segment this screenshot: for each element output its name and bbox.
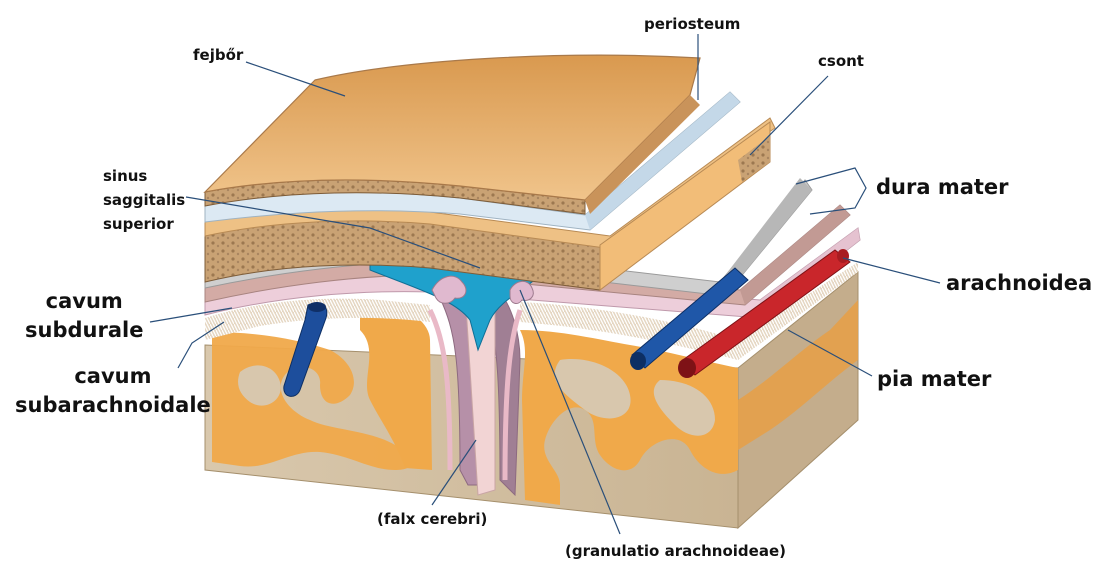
- label-cavum-subarachnoidale-line1: cavum: [74, 364, 152, 388]
- gray-matter-side: [738, 300, 858, 450]
- leader-pia-mater: [787, 329, 873, 377]
- subarachnoid-trabeculae-right: [520, 262, 858, 360]
- label-sinus-sagittalis-superior: sinus saggitalis superior: [103, 164, 185, 236]
- label-cavum-subarachnoidale: cavum subarachnoidale: [15, 362, 211, 420]
- leader-lines: [149, 34, 941, 535]
- label-cavum-subarachnoidale-line2: subarachnoidale: [15, 393, 211, 417]
- label-fejbor: fejbőr: [193, 46, 244, 64]
- scalp: [203, 54, 701, 215]
- label-sinus-line2: saggitalis: [103, 191, 186, 209]
- label-csont: csont: [818, 52, 864, 70]
- label-cavum-subdurale-line2: subdurale: [25, 318, 144, 342]
- leader-fejbor: [245, 61, 346, 97]
- label-dura-mater: dura mater: [876, 175, 1009, 199]
- falx-cerebri: [427, 289, 523, 497]
- white-matter-1: [238, 365, 281, 406]
- leader-granulatio: [519, 289, 621, 535]
- label-falx-cerebri: (falx cerebri): [377, 510, 488, 528]
- leader-arachnoidea: [842, 257, 941, 284]
- leader-falx: [431, 439, 477, 506]
- label-cavum-subdurale: cavum subdurale: [25, 287, 143, 345]
- label-sinus-line1: sinus: [103, 167, 148, 185]
- gray-matter-center-left: [360, 300, 432, 470]
- leader-csont: [749, 75, 829, 156]
- label-sinus-line3: superior: [103, 215, 174, 233]
- leader-sinus: [185, 196, 481, 269]
- white-matter-3: [653, 380, 715, 436]
- blood-vessels: [283, 249, 851, 397]
- label-cavum-subdurale-line1: cavum: [45, 289, 123, 313]
- white-matter-2: [554, 359, 631, 419]
- leader-cavum-subdurale: [149, 307, 233, 323]
- leader-dura-mater: [795, 167, 867, 215]
- leader-cavum-subarachnoidale: [177, 321, 225, 369]
- label-granulatio-arachnoideae: (granulatio arachnoideae): [565, 542, 786, 560]
- label-pia-mater: pia mater: [877, 367, 992, 391]
- skull: [204, 117, 776, 292]
- label-arachnoidea: arachnoidea: [946, 271, 1093, 295]
- scalp-surface: [203, 54, 701, 201]
- label-periosteum: periosteum: [644, 15, 741, 33]
